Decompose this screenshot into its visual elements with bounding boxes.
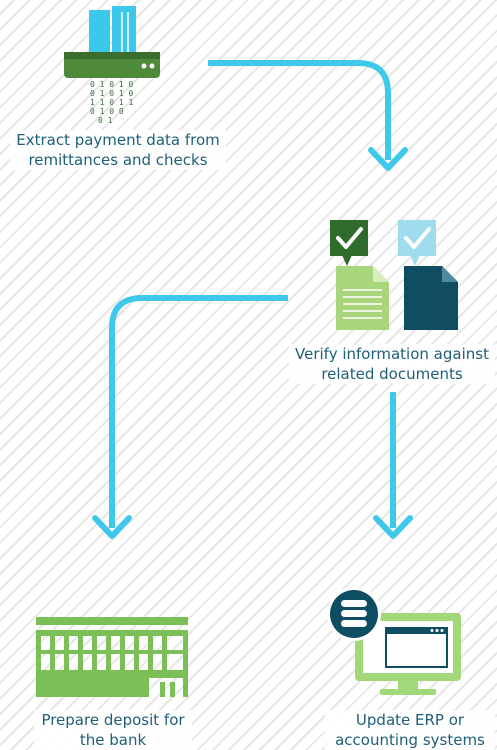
step-update-line1: Update ERP or — [355, 711, 465, 729]
checkmark-icon — [330, 220, 368, 266]
binary-row: 0 1 0 1 0 — [90, 80, 134, 89]
step-verify-label: Verify information against related docum… — [289, 344, 495, 384]
step-extract-label: Extract payment data from remittances an… — [10, 130, 226, 170]
arrow-icon — [368, 147, 408, 171]
binary-row: 1 1 0 1 1 — [90, 98, 134, 107]
step-update-label: Update ERP or accounting systems — [325, 710, 495, 750]
checkmark-icon — [398, 220, 436, 266]
binary-row: 0 1 0 0 — [90, 107, 124, 116]
database-icon — [327, 587, 381, 641]
document-icon — [336, 266, 389, 330]
step-verify-line2: related documents — [321, 365, 463, 383]
building-icon — [36, 617, 188, 697]
step-update-line2: accounting systems — [335, 731, 485, 749]
arrow-icon — [373, 515, 413, 539]
step-deposit-line2: the bank — [79, 731, 147, 749]
binary-data: 0 1 0 1 0 0 1 0 1 0 1 1 0 1 1 0 1 0 0 0 … — [90, 80, 134, 125]
monitor-icon — [355, 613, 461, 695]
scanner-icon — [64, 4, 160, 78]
step-extract-line2: remittances and checks — [28, 151, 208, 169]
step-deposit-line1: Prepare deposit for — [41, 711, 185, 729]
arrow-icon — [92, 515, 132, 539]
step-extract-line1: Extract payment data from — [16, 131, 220, 149]
binary-row: 0 1 0 1 0 — [90, 89, 134, 98]
document-icon — [404, 266, 458, 330]
binary-row: 0 1 — [98, 116, 113, 125]
arrow-extract-to-verify — [208, 60, 391, 160]
step-deposit-label: Prepare deposit for the bank — [34, 710, 192, 750]
arrow-verify-to-deposit — [109, 295, 288, 528]
step-verify-line1: Verify information against — [295, 345, 489, 363]
